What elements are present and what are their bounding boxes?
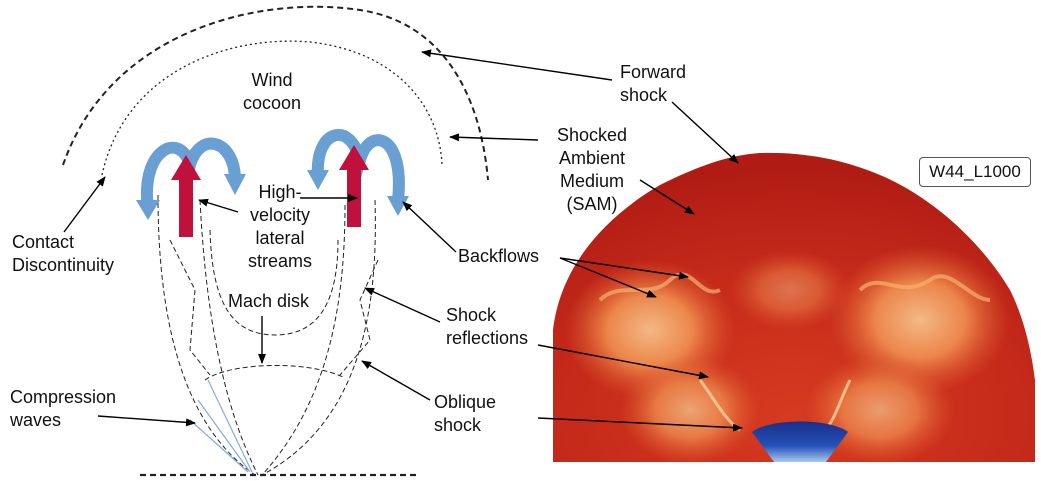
- hot-region-center: [730, 250, 850, 330]
- label-line: streams: [236, 250, 324, 273]
- label-contact-discontinuity: Contact Discontinuity: [12, 231, 114, 277]
- label-line: velocity: [236, 204, 324, 227]
- label-line: High-: [236, 181, 324, 204]
- mach-disk-line: [205, 365, 345, 380]
- compression-wave: [198, 400, 250, 472]
- arrow-forward-shock-sim: [672, 102, 738, 163]
- label-shock-reflections: Shock reflections: [446, 304, 528, 350]
- label-shocked-ambient-medium: Shocked Ambient Medium (SAM): [540, 124, 644, 216]
- arrow-oblique-shock-schematic: [362, 361, 430, 400]
- label-line: (SAM): [540, 193, 644, 216]
- stream-arrow-left: [171, 155, 201, 237]
- backflow-arrowhead: [136, 200, 160, 220]
- label-forward-shock: Forward shock: [620, 61, 686, 107]
- arrow-backflows-schematic: [403, 202, 456, 252]
- compression-wave: [208, 380, 252, 472]
- backflow-arrowhead: [387, 196, 409, 216]
- label-line: reflections: [446, 327, 528, 350]
- hot-region-left-low: [620, 355, 760, 465]
- label-mach-disk: Mach disk: [228, 290, 309, 313]
- label-line: shock: [434, 414, 496, 437]
- label-compression-waves: Compression waves: [10, 386, 116, 432]
- label-line: Discontinuity: [12, 254, 114, 277]
- label-line: cocoon: [240, 92, 304, 115]
- arrow-streams-left: [199, 200, 238, 212]
- label-line: Shocked: [540, 124, 644, 147]
- label-backflows: Backflows: [458, 245, 539, 268]
- oblique-shock-right: [340, 260, 378, 375]
- label-line: shock: [620, 84, 686, 107]
- label-line: lateral: [236, 227, 324, 250]
- label-line: Forward: [620, 61, 686, 84]
- label-line: waves: [10, 409, 116, 432]
- label-line: Medium: [540, 170, 644, 193]
- label-oblique-shock: Oblique shock: [434, 391, 496, 437]
- arrow-shock-reflections-schematic: [365, 288, 440, 322]
- arrow-contact-discontinuity: [64, 177, 105, 232]
- label-line: Contact: [12, 231, 114, 254]
- simulation-label: W44_L1000: [919, 157, 1031, 187]
- label-line: Oblique: [434, 391, 496, 414]
- label-line: Wind: [240, 69, 304, 92]
- label-line: Compression: [10, 386, 116, 409]
- arrow-sam-schematic: [450, 137, 538, 140]
- label-lateral-streams: High- velocity lateral streams: [236, 181, 324, 273]
- label-line: Shock: [446, 304, 528, 327]
- label-line: Ambient: [540, 147, 644, 170]
- label-wind-cocoon: Wind cocoon: [240, 69, 304, 115]
